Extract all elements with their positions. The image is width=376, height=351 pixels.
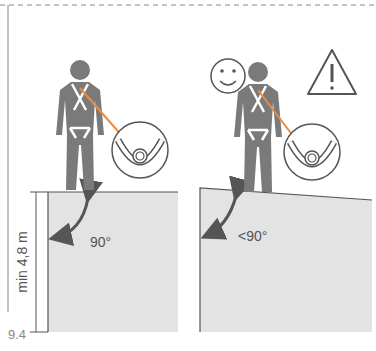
angle-label: 90° — [90, 235, 111, 249]
figure-number: 9.4 — [8, 328, 26, 341]
dimension-label: min 4,8 m — [15, 231, 29, 292]
angle-label: <90° — [238, 229, 267, 243]
